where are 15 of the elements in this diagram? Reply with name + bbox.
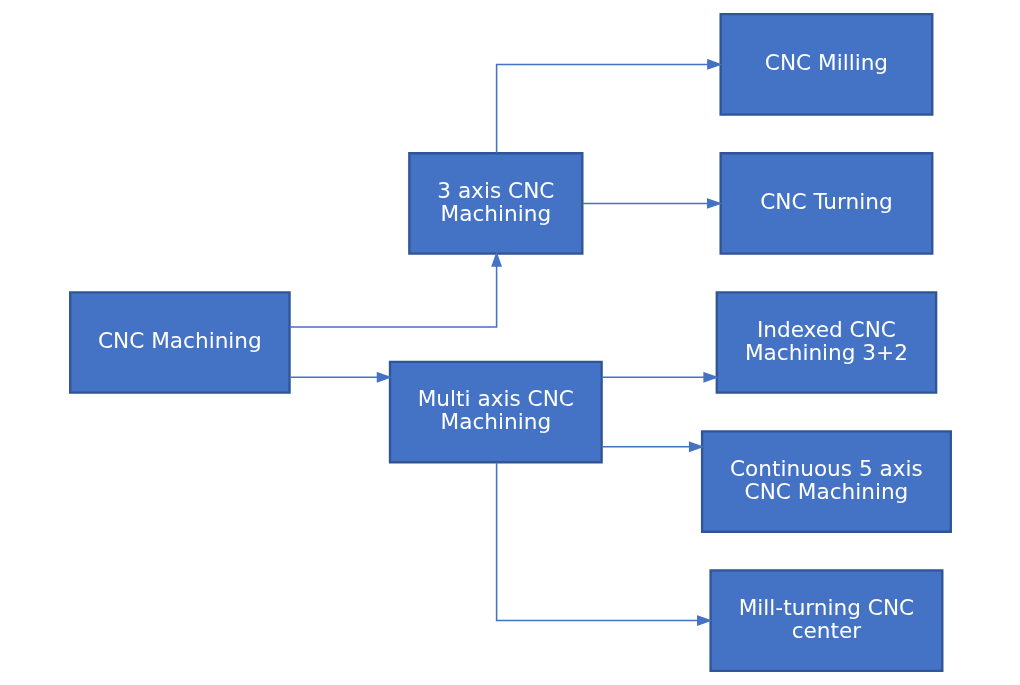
node-box: Mill-turning CNC center <box>708 569 943 672</box>
node-box: 3 axis CNC Machining <box>407 152 583 255</box>
arrow <box>600 441 704 453</box>
node-box: CNC Turning <box>718 152 933 255</box>
arrow <box>495 461 712 626</box>
node-box: CNC Machining <box>68 291 291 394</box>
arrow <box>495 59 723 154</box>
node-box: Indexed CNC Machining 3+2 <box>715 291 937 394</box>
arrow <box>288 251 502 328</box>
arrow <box>581 198 722 209</box>
arrow <box>288 371 392 383</box>
node-box: CNC Milling <box>718 13 933 116</box>
node-box: Multi axis CNC Machining <box>388 360 603 464</box>
arrow <box>600 371 719 383</box>
node-box: Continuous 5 axis CNC Machining <box>700 430 952 533</box>
